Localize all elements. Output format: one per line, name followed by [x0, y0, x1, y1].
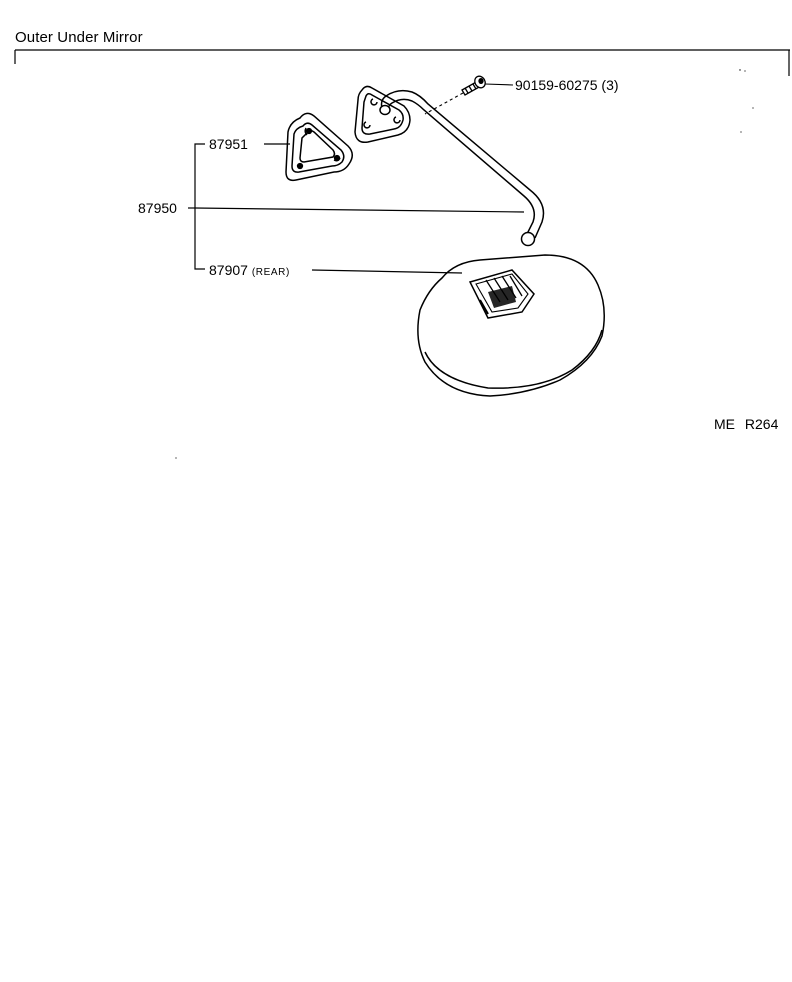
bolt-icon	[461, 75, 486, 96]
mirror-arm-icon	[379, 89, 545, 247]
mirror-number: 87907	[209, 262, 248, 278]
mirror-icon	[417, 254, 605, 397]
title-frame	[14, 49, 790, 76]
part-number-gasket: 87951	[209, 136, 248, 152]
bolt-qty: (3)	[601, 77, 619, 93]
gasket-icon	[285, 112, 353, 182]
bolt-leader	[484, 83, 514, 86]
part-number-bolt: 90159-60275 (3)	[515, 77, 619, 93]
callout-lines	[188, 143, 525, 274]
mirror-note: (REAR)	[251, 267, 290, 278]
part-number-mirror: 87907 (REAR)	[209, 262, 290, 278]
part-number-assembly: 87950	[138, 200, 177, 216]
bolt-number: 90159-60275	[515, 77, 598, 93]
diagram-title: Outer Under Mirror	[15, 29, 143, 46]
bolt-dashed-line	[424, 92, 464, 115]
scan-specks	[175, 69, 754, 459]
reference-code: ME R264	[714, 416, 779, 432]
